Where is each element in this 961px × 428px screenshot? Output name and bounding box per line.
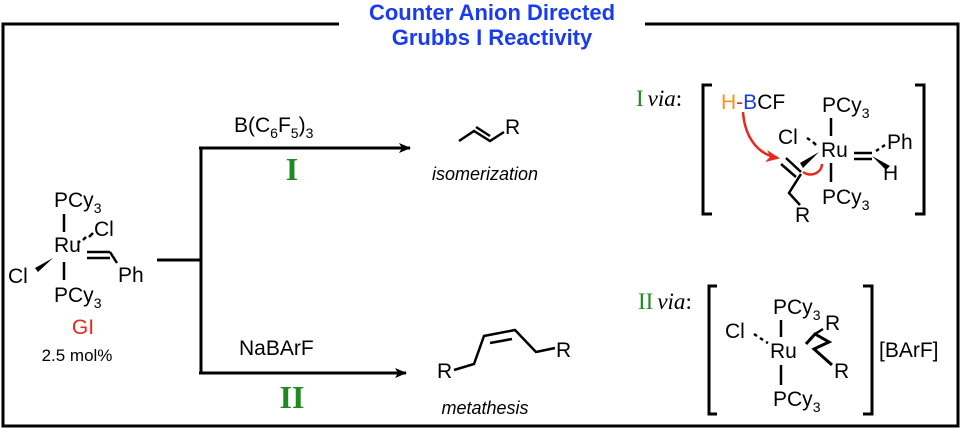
- int-I-ph: Ph: [887, 131, 913, 154]
- frame: [1, 22, 960, 428]
- bracket-right-I: [915, 83, 926, 216]
- bracket-left-II: [707, 284, 717, 416]
- catalyst-bottom-ligand: PCy3: [54, 284, 102, 311]
- int-I-wedge-h: [872, 156, 890, 170]
- int-I-h: H: [883, 162, 898, 185]
- int-II-cl: Cl: [725, 320, 745, 343]
- int-I-metal: Ru: [821, 139, 848, 162]
- int-II-hashed-cl: [753, 332, 769, 345]
- bracket-right-II: [863, 284, 874, 416]
- catalyst-name: GI: [72, 316, 94, 339]
- int-II-bottom-ligand: PCy3: [773, 388, 821, 415]
- title-line-2: Grubbs I Reactivity: [392, 25, 593, 50]
- catalyst-loading: 2.5 mol%: [42, 346, 113, 365]
- curved-arrow-hydride: [741, 111, 780, 162]
- catalyst-cl-top: Cl: [94, 218, 114, 241]
- product-II-double-bond: [489, 337, 513, 345]
- int-II-top-ligand: PCy3: [773, 296, 821, 323]
- int-II-counterion: [BArF]: [879, 339, 939, 362]
- catalyst-top-ligand: PCy3: [54, 189, 102, 216]
- label-isomerization: isomerization: [432, 164, 538, 184]
- int-I-cl: Cl: [778, 126, 798, 149]
- product-metathesis: R R metathesis: [437, 328, 571, 418]
- int-I-alkene-2: [780, 163, 797, 178]
- product-II-r-right: R: [556, 339, 571, 362]
- reagent-II: NaBArF: [239, 337, 314, 360]
- bracket-left-I: [701, 83, 712, 216]
- product-I-r: R: [505, 116, 520, 139]
- int-I-wedge-alkene: [800, 152, 819, 168]
- wedge-bond-cl-left: [35, 258, 53, 272]
- product-isomerization: R isomerization: [432, 116, 538, 184]
- catalyst-cl-left: Cl: [8, 265, 28, 288]
- int-I-alkyl-chain: [787, 173, 803, 206]
- branch-lines: [157, 148, 203, 373]
- frame-left-segment: [1, 22, 960, 428]
- int-I-hashed-cl: [806, 136, 817, 146]
- product-I-skeleton: [458, 129, 505, 143]
- hbcf-label: H-BCF: [721, 91, 785, 114]
- int-II-bond-r-top: [814, 327, 824, 336]
- reagent-I: B(C6F5)3: [234, 114, 314, 141]
- product-I-double-bond: [475, 125, 491, 138]
- title-line-1: Counter Anion Directed: [369, 0, 615, 25]
- curved-arrow-ru: [802, 163, 824, 176]
- int-I-alkene-1: [785, 157, 802, 173]
- numeral-II: II: [280, 379, 305, 415]
- product-II-r-left: R: [437, 360, 452, 383]
- bond-c-ph: [108, 251, 119, 264]
- int-II-r-bottom: R: [834, 360, 849, 383]
- int-II-metal: Ru: [770, 340, 797, 363]
- int-II-r-top: R: [825, 312, 840, 335]
- int-I-bottom-ligand: PCy3: [822, 186, 870, 213]
- catalyst-structure: PCy3 Cl Ru Ph Cl PCy3 GI 2.5 mol%: [8, 189, 144, 365]
- hashed-bond-cl: [77, 232, 94, 244]
- label-metathesis: metathesis: [441, 398, 528, 418]
- catalyst-ph: Ph: [118, 264, 144, 287]
- numeral-I: I: [286, 151, 298, 187]
- int-II-metallacycle: [804, 332, 833, 367]
- product-II-skeleton: [453, 328, 556, 372]
- catalyst-metal: Ru: [54, 234, 81, 257]
- int-I-hashed-ph: [875, 143, 886, 153]
- int-I-top-ligand: PCy3: [822, 94, 870, 121]
- int-I-r: R: [795, 204, 810, 227]
